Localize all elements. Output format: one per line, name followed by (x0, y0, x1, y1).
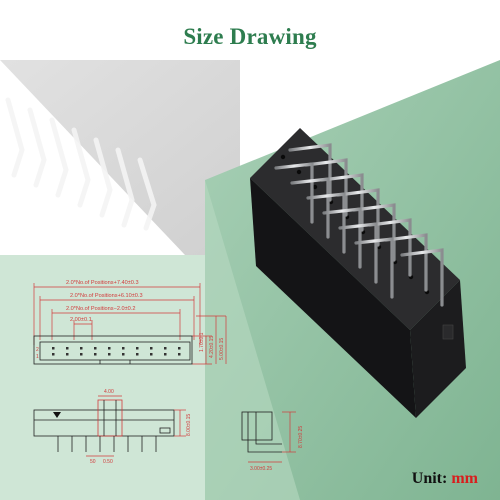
dim-pitch: 2.00±0.1 (70, 317, 92, 323)
unit-value: mm (451, 470, 478, 487)
dim-lead: 50 (90, 459, 96, 465)
dim-total-width: 2.0*No.of Positions+7.40±0.3 (66, 280, 139, 286)
top-view-body (33, 335, 193, 365)
dim-pin-height: 8.70±0.25 (298, 426, 304, 448)
dim-height-1: 1.70±0.1 (199, 332, 205, 352)
dim-height-2: 4.20±0.15 (209, 336, 215, 358)
dim-slot-width: 4.00 (104, 389, 114, 395)
pin1-marker-icon (53, 412, 61, 418)
unit-note: Unit:mm (412, 470, 478, 488)
dim-height-3: 5.00±0.15 (219, 338, 225, 360)
dim-foot-length: 3.00±0.25 (250, 466, 272, 472)
dim-pin-span: 2.0*No.of Positions−2.0±0.2 (66, 306, 135, 312)
side-view-dimensions (86, 395, 186, 457)
row-label-1: 1 (36, 354, 39, 360)
page-title: Size Drawing (183, 24, 317, 49)
dim-housing-width: 2.0*No.of Positions+6.10±0.3 (70, 293, 143, 299)
top-view-pins (52, 347, 181, 356)
pin-profile-dimensions (248, 411, 296, 463)
dim-lead-width: 0.50 (103, 459, 113, 465)
pin-profile-drawing (241, 411, 282, 453)
top-view-drawing (33, 283, 227, 365)
side-view-drawing (33, 399, 175, 452)
row-label-2: 2 (36, 347, 39, 353)
unit-label: Unit: (411, 470, 448, 487)
dim-side-height: 8.00±0.15 (186, 414, 192, 436)
connector-photo (250, 128, 466, 418)
blurred-pins-illustration (5, 97, 157, 231)
